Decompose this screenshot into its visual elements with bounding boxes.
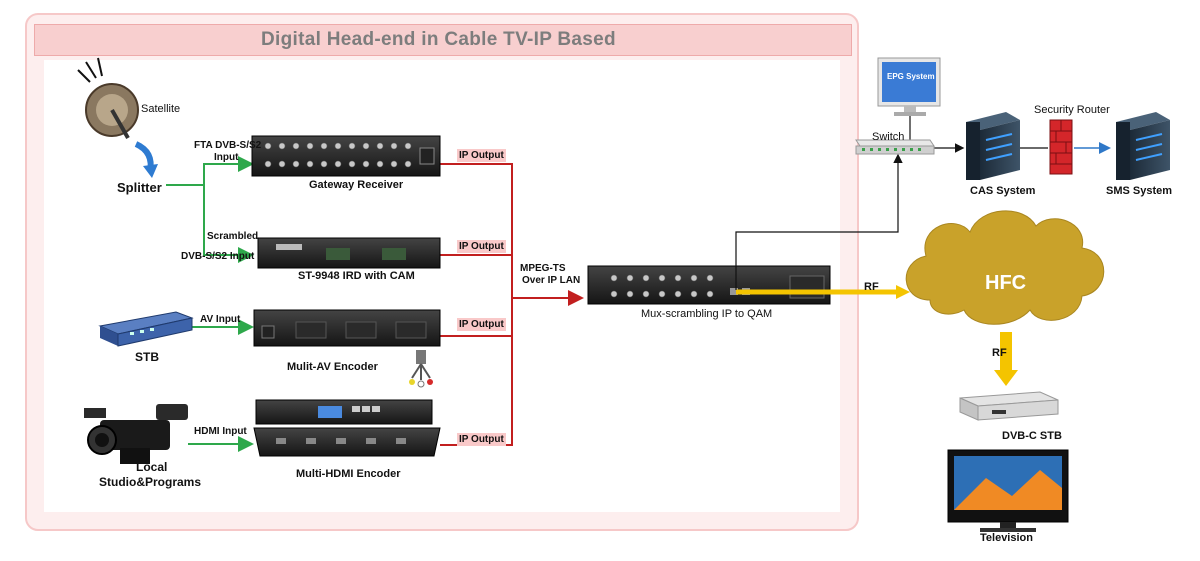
television-label: Television (980, 532, 1033, 544)
dvbc-stb-label: DVB-C STB (1002, 430, 1062, 442)
satellite-icon (77, 57, 139, 139)
security-router-label: Security Router (1034, 104, 1110, 116)
multi-av-encoder-device (253, 309, 441, 347)
mpegts-label-line2: Over IP LAN (522, 275, 581, 286)
switch-device-icon (855, 139, 935, 155)
ird-cam-label: ST-9948 IRD with CAM (298, 270, 415, 282)
hfc-label: HFC (985, 272, 1027, 294)
television-icon (947, 449, 1069, 532)
hdmi-input-label: HDMI Input (194, 426, 247, 437)
ip-output-tag-3: IP Output (457, 318, 506, 331)
stb-device-icon (98, 311, 194, 347)
switch-label: Switch (872, 131, 905, 143)
cas-system-label: CAS System (970, 185, 1036, 197)
cas-server-icon (966, 112, 1020, 180)
sms-system-label: SMS System (1106, 185, 1173, 197)
multi-hdmi-encoder-device (253, 399, 441, 457)
dvbs-input-label: DVB-S/S2 Input (181, 251, 255, 262)
dvbc-stb-icon (959, 391, 1059, 421)
fta-input-label-line2: Input (214, 152, 239, 163)
satellite-label: Satellite (141, 103, 181, 115)
epg-monitor-icon (877, 57, 941, 116)
ip-output-tag-1: IP Output (457, 149, 506, 162)
multi-av-encoder-label: Mulit-AV Encoder (287, 361, 378, 373)
sms-server-icon (1116, 112, 1170, 180)
av-input-label: AV Input (200, 314, 241, 325)
gateway-receiver-label: Gateway Receiver (309, 179, 404, 191)
fta-input-label-line1: FTA DVB-S/S2 (194, 140, 262, 151)
rf-label-2: RF (992, 347, 1007, 359)
scrambled-label: Scrambled (207, 231, 259, 242)
epg-system-label: EPG System (887, 72, 935, 81)
av-cable-icon (409, 350, 433, 388)
mux-scrambling-label: Mux-scrambling IP to QAM (641, 308, 773, 320)
mpegts-label-line1: MPEG-TS (520, 263, 566, 274)
firewall-icon (1049, 119, 1073, 175)
ip-output-tag-2: IP Output (457, 240, 506, 253)
diagram-title: Digital Head-end in Cable TV-IP Based (34, 24, 852, 56)
ird-cam-device (257, 237, 441, 269)
multi-hdmi-encoder-label: Multi-HDMI Encoder (296, 468, 401, 480)
stb-label: STB (135, 350, 159, 364)
input-links (166, 156, 254, 452)
splitter-label: Splitter (117, 180, 162, 195)
rf-label-1: RF (864, 281, 879, 293)
hfc-cloud-icon (905, 210, 1105, 325)
studio-programs-label: Studio&Programs (99, 475, 202, 489)
video-camera-icon (84, 404, 188, 464)
ip-output-tag-4: IP Output (457, 433, 506, 446)
gateway-receiver-device (251, 135, 441, 177)
local-label: Local (136, 460, 168, 474)
mux-scrambling-qam-device (587, 265, 831, 305)
